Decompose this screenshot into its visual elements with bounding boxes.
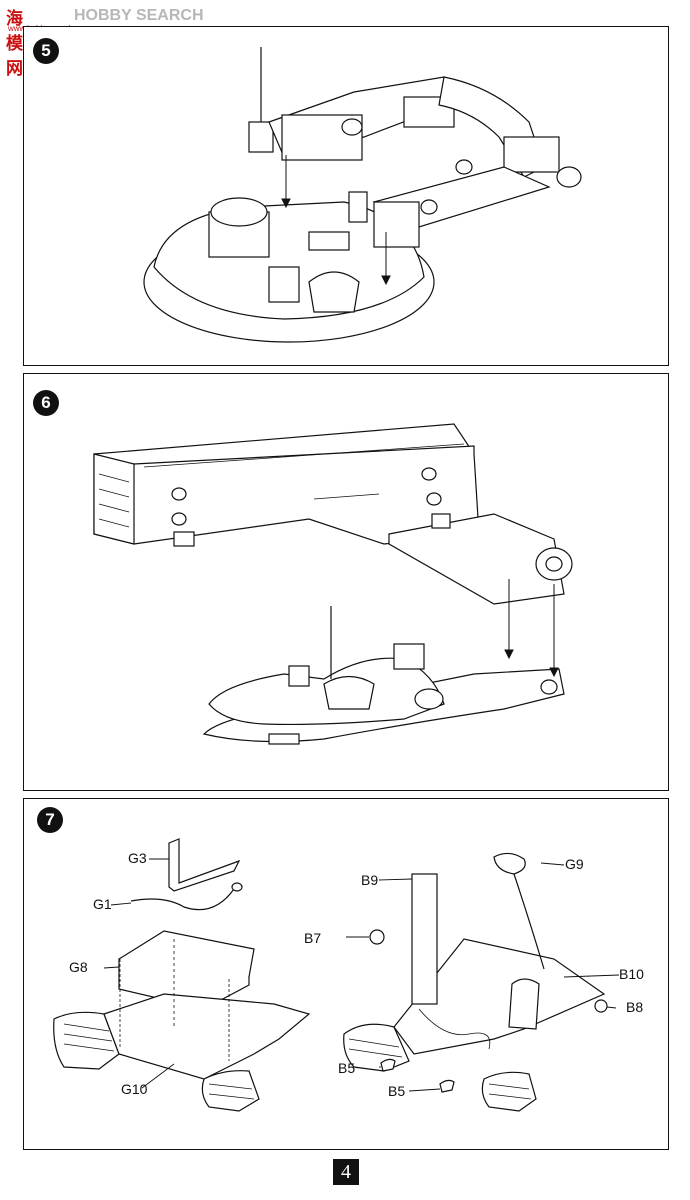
part-label-g10: G10 bbox=[121, 1081, 148, 1097]
part-label-g9: G9 bbox=[565, 856, 584, 872]
part-label-g8: G8 bbox=[69, 959, 88, 975]
page-number: 4 bbox=[333, 1159, 359, 1185]
part-label-b9: B9 bbox=[361, 872, 379, 888]
step-5-panel: 5 bbox=[23, 26, 669, 366]
step-6-badge: 6 bbox=[33, 390, 59, 416]
watermark-word: HOBBY SEARCH bbox=[74, 7, 204, 24]
step-7-panel: 7 bbox=[23, 798, 669, 1150]
watermark-logo: 海模网 bbox=[6, 9, 24, 79]
step-6-diagram bbox=[93, 423, 573, 745]
step-7-diagram bbox=[53, 838, 620, 1112]
part-label-b7: B7 bbox=[304, 930, 322, 946]
part-label-g1: G1 bbox=[93, 896, 112, 912]
step-6-panel: 6 bbox=[23, 373, 669, 791]
part-label-g3: G3 bbox=[128, 850, 147, 866]
part-label-b5-lower: B5 bbox=[388, 1083, 406, 1099]
part-label-b10: B10 bbox=[619, 966, 644, 982]
part-label-b8: B8 bbox=[626, 999, 644, 1015]
step-5-badge: 5 bbox=[33, 38, 59, 64]
step-7-badge: 7 bbox=[37, 807, 63, 833]
part-label-b5-upper: B5 bbox=[338, 1060, 356, 1076]
step-5-diagram bbox=[143, 47, 582, 343]
